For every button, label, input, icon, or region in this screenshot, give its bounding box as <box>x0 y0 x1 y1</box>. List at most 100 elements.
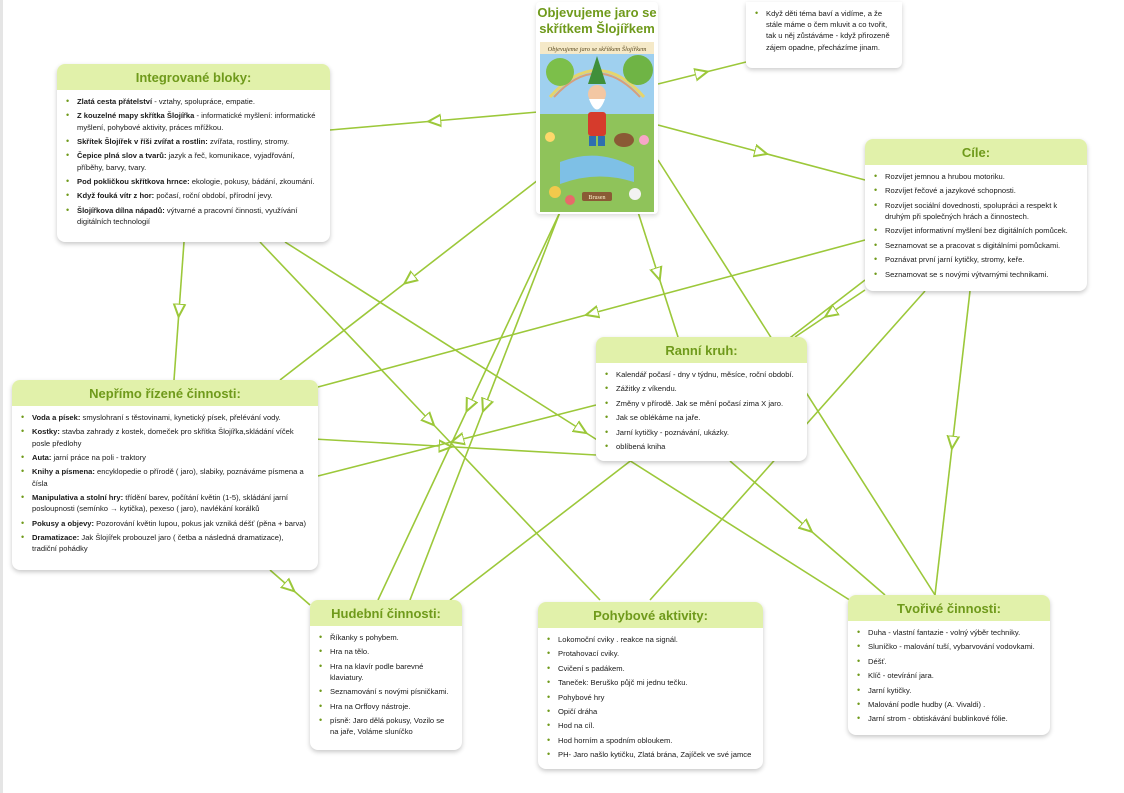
list-item: Manipulativa a stolní hry: třídění barev… <box>21 492 310 514</box>
list-item: Skřítek Šlojířek v říši zvířat a rostlin… <box>66 136 322 147</box>
node-music-activities[interactable]: Hudební činnosti: Říkanky s pohybem.Hra … <box>310 600 462 750</box>
list-item: Jarní kytičky. <box>857 685 1042 696</box>
item-text: Říkanky s pohybem. <box>330 633 399 642</box>
node-title: Tvořivé činnosti: <box>848 595 1050 621</box>
connector-arrow <box>377 211 561 601</box>
list-item: Déšť. <box>857 656 1042 667</box>
item-text: Jarní kytičky. <box>868 685 912 695</box>
gnome-book-cover-image: Objevujeme jaro se skřítkem Šlojířkem Br… <box>540 42 654 212</box>
list-item: Seznamovat se a pracovat s digitálními p… <box>874 240 1079 251</box>
node-goals[interactable]: Cíle: Rozvíjet jemnou a hrubou motoriku.… <box>865 139 1087 291</box>
item-text: Poznávat první jarní kytičky, stromy, ke… <box>885 255 1025 265</box>
item-heading: Auta: <box>32 452 52 462</box>
item-heading: Knihy a písmena: <box>32 467 95 477</box>
list-item: PH- Jaro našlo kytičku, Zlatá brána, Zaj… <box>547 749 755 760</box>
list-item: Kostky: stavba zahrady z kostek, domeček… <box>21 426 310 448</box>
list-item: Sluníčko - malování tuší, vybarvování vo… <box>857 641 1042 652</box>
item-heading: Když fouká vítr z hor: <box>77 191 155 201</box>
connector-arrow <box>329 111 539 131</box>
item-heading: Zlatá cesta přátelství <box>77 97 153 106</box>
list-item: Protahovací cviky. <box>547 648 755 659</box>
item-text: encyklopedie o přírodě ( jaro), slabiky,… <box>32 467 304 488</box>
list-item: Rozvíjet jemnou a hrubou motoriku. <box>874 171 1079 182</box>
item-heading: Dramatizace: <box>32 532 80 542</box>
item-heading: Pokusy a objevy: <box>32 518 95 528</box>
item-text: Rozvíjet sociální dovednosti, spolupráci… <box>885 200 1058 221</box>
item-text: Jarní strom - obtiskávání bublinkové fól… <box>868 714 1008 724</box>
connector-arrow <box>259 241 601 601</box>
list-item: Taneček: Beruško půjč mi jednu tečku. <box>547 677 755 688</box>
node-indirect-activities[interactable]: Nepřímo řízené činnosti: Voda a písek: s… <box>12 380 318 570</box>
list-item: Hod horním a spodním obloukem. <box>547 735 755 746</box>
item-text: Rozvíjet řečové a jazykové schopnosti. <box>885 186 1016 196</box>
list-item: Hra na klavír podle barevné klaviatury. <box>319 661 454 683</box>
connector-arrow <box>317 239 866 388</box>
list-item: oblíbená kniha <box>605 441 799 452</box>
central-topic-title: Objevujeme jaro se skřítkem Šlojířkem <box>537 5 657 36</box>
note-box[interactable]: Když děti téma baví a vidíme, a že stále… <box>746 2 902 68</box>
book-cover-sign: Brusen <box>589 195 606 201</box>
item-text: smyslohraní s těstovinami, kynetický pís… <box>80 413 281 422</box>
item-text: Jak se oblékáme na jaře. <box>616 413 701 423</box>
item-heading: Skřítek Šlojířek v říši zvířat a rostlin… <box>77 136 208 146</box>
node-title: Pohybové aktivity: <box>538 602 763 628</box>
item-text: oblíbená kniha <box>616 441 666 451</box>
item-text: ekologie, pokusy, bádání, zkoumání. <box>189 176 315 186</box>
node-movement-activities[interactable]: Pohybové aktivity: Lokomoční cviky . rea… <box>538 602 763 769</box>
list-item: Šlojířkova dílna nápadů: výtvarné a prac… <box>66 205 322 227</box>
node-list: Kalendář počasí - dny v týdnu, měsíce, r… <box>596 363 807 461</box>
central-topic[interactable]: Objevujeme jaro se skřítkem Šlojířkem Ob… <box>536 2 658 214</box>
item-text: Rozvíjet jemnou a hrubou motoriku. <box>885 172 1005 181</box>
list-item: Rozvíjet sociální dovednosti, spolupráci… <box>874 200 1079 222</box>
list-item: Klíč - otevírání jara. <box>857 670 1042 681</box>
list-item: Poznávat první jarní kytičky, stromy, ke… <box>874 254 1079 265</box>
item-heading: Šlojířkova dílna nápadů: <box>77 205 165 215</box>
note-item: Když děti téma baví a vidíme, a že stále… <box>755 8 894 53</box>
item-text: Pozorování květin lupou, pokus jak vznik… <box>94 518 307 528</box>
list-item: Jarní kytičky - poznávání, ukázky. <box>605 427 799 438</box>
list-item: Z kouzelné mapy skřítka Šlojířka - infor… <box>66 110 322 132</box>
item-text: Duha - vlastní fantazie - volný výběr te… <box>868 628 1021 637</box>
connector-arrow <box>794 289 866 338</box>
list-item: Zážitky z víkendu. <box>605 383 799 394</box>
node-list: Říkanky s pohybem. Hra na tělo. Hra na kla… <box>310 626 462 747</box>
scrollbar[interactable] <box>0 0 3 793</box>
list-item: Voda a písek: smyslohraní s těstovinami,… <box>21 412 310 423</box>
list-item: Pokusy a objevy: Pozorování květin lupou… <box>21 518 310 529</box>
item-text: Kalendář počasí - dny v týdnu, měsíce, r… <box>616 370 794 379</box>
node-integrated-blocks[interactable]: Integrované bloky: Zlatá cesta přátelstv… <box>57 64 330 242</box>
list-item: Jarní strom - obtiskávání bublinkové fól… <box>857 713 1042 724</box>
item-text: výtvarné a pracovní činnosti, využívání … <box>77 205 298 226</box>
item-text: Klíč - otevírání jara. <box>868 671 934 681</box>
list-item: Seznamovat se s novými výtvarnými techni… <box>874 269 1079 280</box>
item-text: Seznamování s novými písničkami. <box>330 687 449 697</box>
list-item: Knihy a písmena: encyklopedie o přírodě … <box>21 466 310 488</box>
item-text: stavba zahrady z kostek, domeček pro skř… <box>32 427 294 448</box>
node-morning-circle[interactable]: Ranní kruh: Kalendář počasí - dny v týdn… <box>596 337 807 461</box>
connector-arrow <box>934 290 971 596</box>
item-text: - informatické myšlení: informatické myš… <box>77 111 316 132</box>
list-item: Lokomoční cviky . reakce na signál. <box>547 634 755 645</box>
item-text: Pohybové hry <box>558 692 605 702</box>
list-item: Rozvíjet řečové a jazykové schopnosti. <box>874 185 1079 196</box>
connector-arrow <box>729 460 886 596</box>
item-text: třídění barev, počítání květin (1-5), sk… <box>32 492 289 514</box>
list-item: Hra na tělo. <box>319 646 454 657</box>
node-title: Nepřímo řízené činnosti: <box>12 380 318 406</box>
item-text: Hra na Orffovy nástroje. <box>330 701 411 711</box>
node-list: Voda a písek: smyslohraní s těstovinami,… <box>12 406 318 564</box>
list-item: Pod pokličkou skřítkova hrnce: ekologie,… <box>66 176 322 187</box>
connector-arrow <box>317 404 597 477</box>
list-item: Opičí dráha <box>547 706 755 717</box>
item-text: Jarní kytičky - poznávání, ukázky. <box>616 427 729 437</box>
item-heading: Z kouzelné mapy skřítka Šlojířka <box>77 111 195 121</box>
book-cover-title: Objevujeme jaro se skřítkem Šlojířkem <box>548 45 647 53</box>
node-list: Rozvíjet jemnou a hrubou motoriku. Rozvíj… <box>865 165 1087 289</box>
item-heading: Pod pokličkou skřítkova hrnce: <box>77 176 190 186</box>
item-text: Jak Šlojířek probouzel jaro ( četba a ná… <box>32 532 284 554</box>
item-text: jarní práce na poli - traktory <box>51 452 146 462</box>
list-item: Pohybové hry <box>547 692 755 703</box>
node-list: Lokomoční cviky . reakce na signál. Prota… <box>538 628 763 769</box>
list-item: Auta: jarní práce na poli - traktory <box>21 452 310 463</box>
node-creative-activities[interactable]: Tvořivé činnosti: Duha - vlastní fantazi… <box>848 595 1050 735</box>
